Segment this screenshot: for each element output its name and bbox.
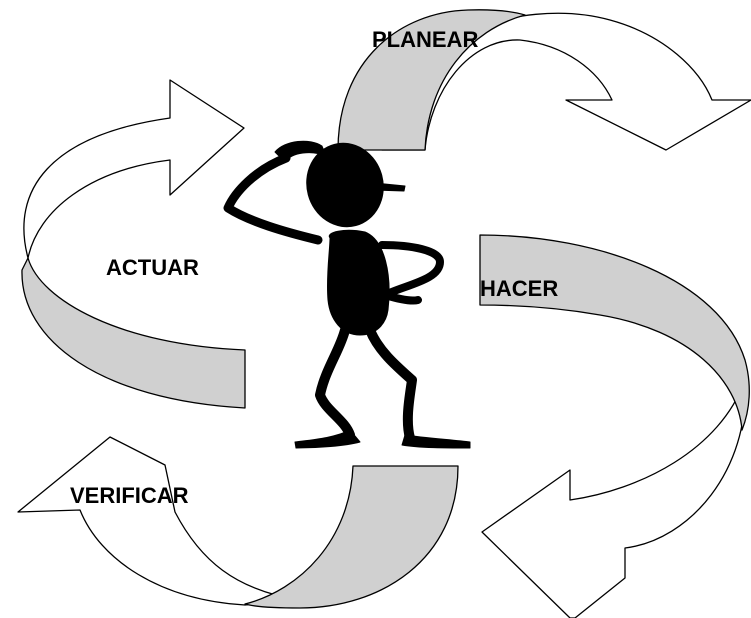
plan-arrow <box>337 9 751 151</box>
plan-label: PLANEAR <box>372 27 478 52</box>
act-arrow <box>21 79 246 409</box>
do-label: HACER <box>480 276 558 301</box>
check-label: VERIFICAR <box>70 483 189 508</box>
do-arrow <box>479 234 750 618</box>
check-arrow <box>17 436 459 609</box>
act-label: ACTUAR <box>106 255 199 280</box>
thinking-man-icon <box>223 140 471 449</box>
